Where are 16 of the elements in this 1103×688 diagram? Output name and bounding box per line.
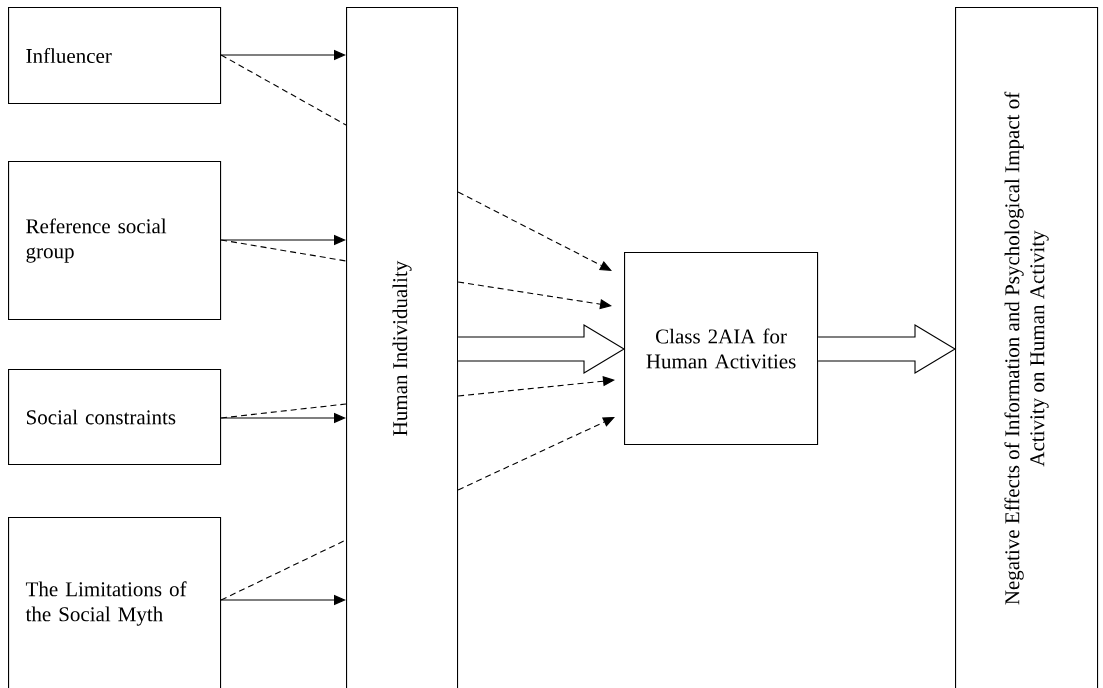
factor-box: The Limitations of the Social Myth: [8, 517, 222, 688]
dashed-arrow: [457, 376, 615, 397]
dashed-line: [220, 239, 347, 262]
dashed-arrow: [457, 191, 612, 271]
block-arrow: [457, 324, 626, 374]
dashed-arrow: [457, 417, 615, 491]
column-box: Human Individuality: [346, 7, 459, 688]
factor-box: Social constraints: [8, 369, 222, 466]
result-box: Negative Effects of Information and Psychological Impact of Activity on Human Activity: [955, 7, 1099, 688]
block-arrow: [817, 324, 957, 374]
factor-box: Influencer: [8, 7, 222, 105]
factor-box: Reference social group: [8, 161, 222, 321]
dashed-line: [220, 54, 347, 126]
dashed-arrow: [457, 281, 612, 310]
process-box: Class 2AIA for Human Activities: [624, 252, 819, 446]
dashed-line: [220, 403, 347, 419]
